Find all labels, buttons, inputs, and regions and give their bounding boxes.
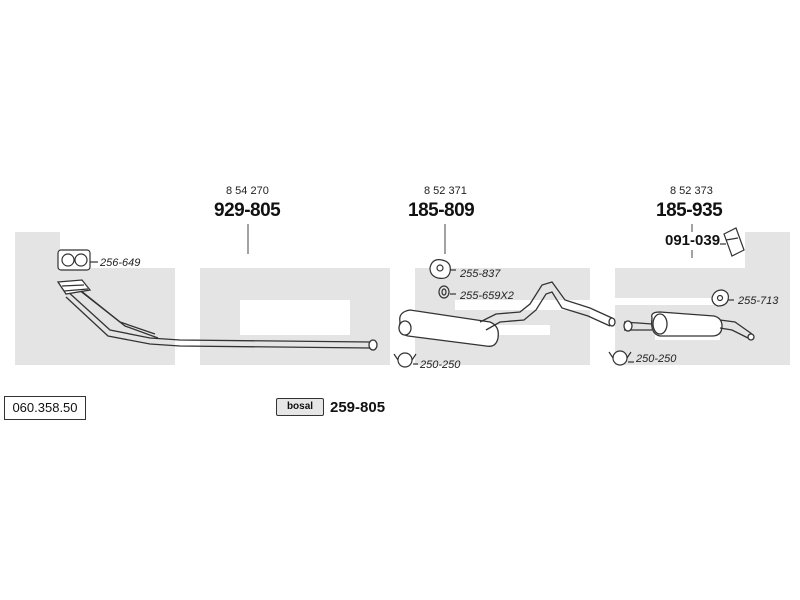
gasket-icon <box>57 249 98 271</box>
bracket-part-number: 091-039 <box>665 232 721 249</box>
front-pipe-part-number: 929-805 <box>214 200 281 221</box>
rear-silencer-oe: 8 52 373 <box>670 185 713 197</box>
middle-silencer-oe: 8 52 371 <box>424 185 467 197</box>
middle-silencer-part-number: 185-809 <box>408 200 475 221</box>
clamp-front-icon <box>393 352 418 368</box>
kit-brand-tag: bosal <box>276 398 324 416</box>
rear-mount-label: 255-713 <box>738 295 779 307</box>
clamp-rear-icon <box>608 350 634 366</box>
leader-lines <box>247 224 693 258</box>
clamp-rear-label: 250-250 <box>636 353 677 365</box>
mount-ring-icon <box>429 259 456 279</box>
middle-silencer-drawing <box>398 281 616 347</box>
catalog-number: 060.358.50 <box>4 396 86 420</box>
front-pipe-oe: 8 54 270 <box>226 185 269 197</box>
bracket-icon <box>720 227 745 257</box>
gasket-label: 256-649 <box>100 257 141 269</box>
rubber-ring-label: 255-659X2 <box>460 290 514 302</box>
clamp-front-label: 250-250 <box>420 359 461 371</box>
rear-silencer-part-number: 185-935 <box>656 200 723 221</box>
front-pipe-drawing <box>56 279 378 351</box>
brand-watermark <box>15 232 790 365</box>
kit-part-number: 259-805 <box>330 399 386 416</box>
rear-mount-icon <box>711 289 734 307</box>
rubber-ring-icon <box>438 285 456 299</box>
mount-ring-label: 255-837 <box>460 268 501 280</box>
rear-silencer-drawing <box>623 311 755 341</box>
